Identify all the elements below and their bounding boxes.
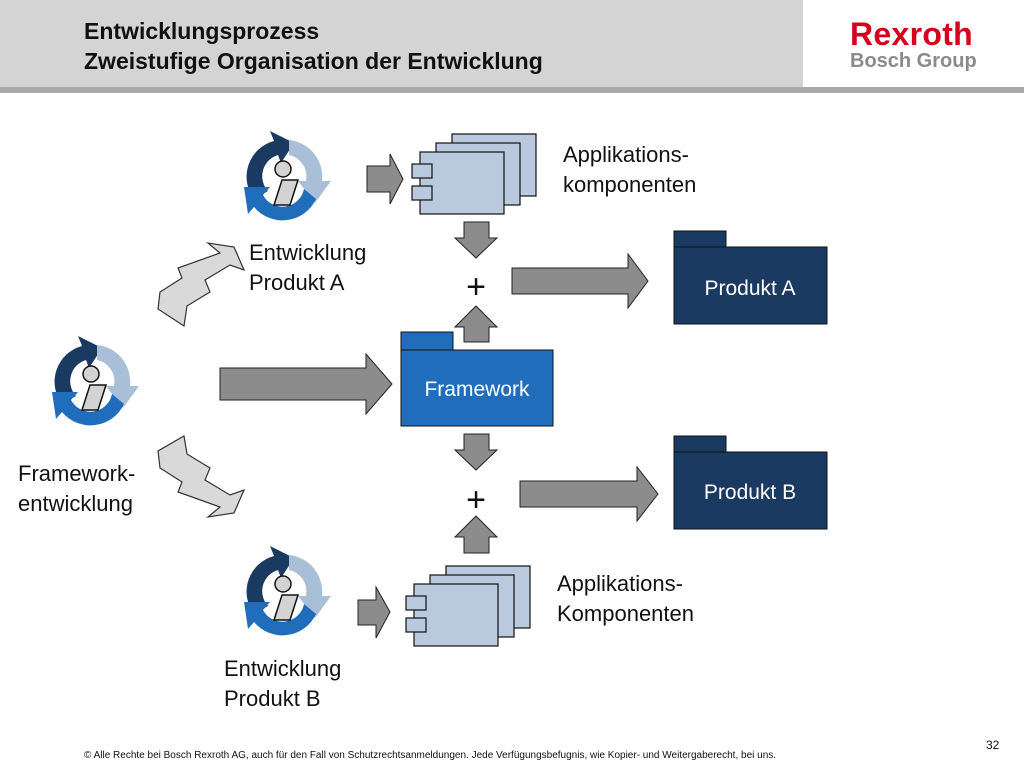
dev-product-b-cycle-icon (243, 545, 332, 637)
arrow-to-components-bottom (357, 585, 391, 639)
title-line-2: Zweistufige Organisation der Entwicklung (84, 48, 543, 74)
framework-dev-label-1: Framework- (18, 461, 135, 486)
double-arrow-top (157, 242, 246, 328)
copyright-footer: © Alle Rechte bei Bosch Rexroth AG, auch… (84, 750, 777, 761)
arrow-down-from-framework (453, 433, 499, 471)
product-b-label: Produkt B (704, 481, 796, 504)
double-arrow-bottom (157, 435, 246, 518)
product-a-tab (673, 230, 727, 248)
app-components-bottom-label-1: Applikations- (557, 571, 683, 596)
product-a-label: Produkt A (704, 277, 795, 300)
framework-dev-label-2: entwicklung (18, 491, 133, 516)
rexroth-logo: Rexroth Bosch Group (850, 18, 977, 72)
arrow-up-to-plus-top (453, 305, 499, 343)
product-b-tab (673, 435, 727, 453)
dev-product-a-label-1: Entwicklung (249, 240, 366, 265)
framework-box (400, 349, 554, 427)
arrow-to-product-a (511, 252, 649, 310)
product-a-box (673, 246, 828, 325)
logo-subline: Bosch Group (850, 50, 977, 72)
slide-title: Entwicklungsprozess Zweistufige Organisa… (84, 16, 543, 76)
dev-product-a-label-2: Produkt A (249, 270, 345, 295)
plus-top: + (466, 268, 486, 306)
arrow-to-components-top (366, 153, 404, 205)
header-divider (0, 87, 1024, 93)
app-components-top-label-1: Applikations- (563, 142, 689, 167)
framework-dev-cycle-icon (51, 335, 140, 427)
header-bar (0, 0, 803, 87)
arrow-to-product-b (519, 465, 659, 523)
arrow-up-to-plus-bottom (453, 515, 499, 554)
framework-label: Framework (424, 378, 530, 401)
product-b-box (673, 451, 828, 530)
slide-header: Entwicklungsprozess Zweistufige Organisa… (0, 0, 1024, 95)
framework-tab (400, 331, 454, 351)
dev-product-b-label-1: Entwicklung (224, 656, 341, 681)
page-number: 32 (986, 738, 1000, 752)
app-components-bottom-label-2: Komponenten (557, 601, 694, 626)
dev-product-a-cycle-icon (243, 130, 332, 222)
arrow-to-framework (219, 352, 393, 416)
title-line-1: Entwicklungsprozess (84, 18, 320, 44)
app-components-top-label-2: komponenten (563, 172, 696, 197)
arrow-down-top (453, 221, 499, 259)
logo-wordmark: Rexroth (850, 16, 974, 52)
dev-product-b-label-2: Produkt B (224, 686, 321, 711)
app-components-bottom-icon (405, 565, 531, 647)
app-components-top-icon (411, 133, 537, 215)
plus-bottom: + (466, 481, 486, 519)
